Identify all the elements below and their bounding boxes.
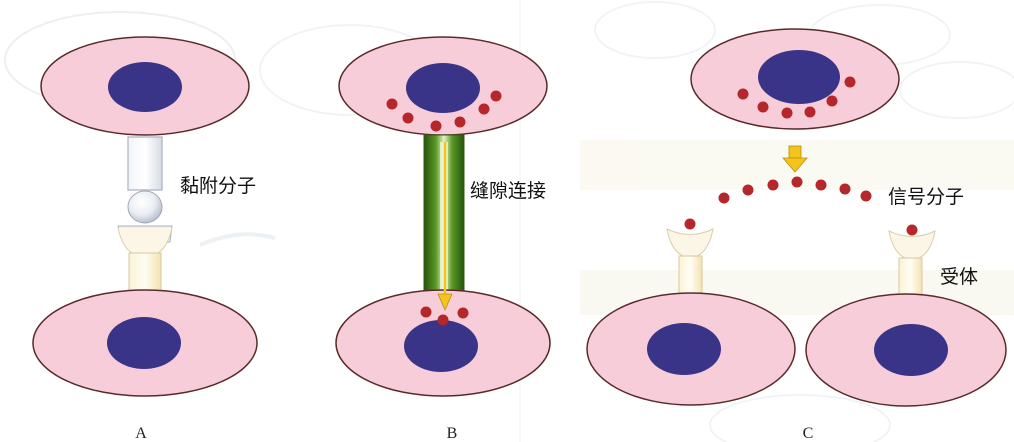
cell-a-bottom — [33, 290, 257, 396]
cell-a-top — [41, 37, 249, 135]
panel-a-letter: A — [135, 425, 147, 442]
cell-c-bottom-right — [806, 294, 1006, 406]
panel-b: 缝隙连接 B — [336, 37, 550, 442]
nucleus — [874, 324, 948, 376]
panel-c-letter: C — [803, 425, 814, 442]
panel-a: 黏附分子 A — [33, 37, 257, 442]
adhesion-molecule-label: 黏附分子 — [180, 175, 256, 197]
signal-molecule-label: 信号分子 — [888, 186, 964, 208]
adhesion-molecule-icon — [118, 137, 172, 310]
panel-c: 信号分子 受体 C — [587, 29, 1006, 442]
receptor-label: 受体 — [940, 266, 978, 288]
cell-b-top — [339, 37, 547, 135]
nucleus — [404, 320, 478, 372]
nucleus — [758, 50, 840, 104]
nucleus — [647, 323, 721, 375]
cell-c-bottom-left — [587, 293, 795, 405]
nucleus — [108, 62, 182, 112]
gap-junction-label: 缝隙连接 — [470, 180, 546, 202]
cell-c-top — [691, 29, 899, 129]
nucleus — [406, 63, 480, 113]
panel-b-letter: B — [447, 425, 458, 442]
nucleus — [107, 317, 181, 369]
